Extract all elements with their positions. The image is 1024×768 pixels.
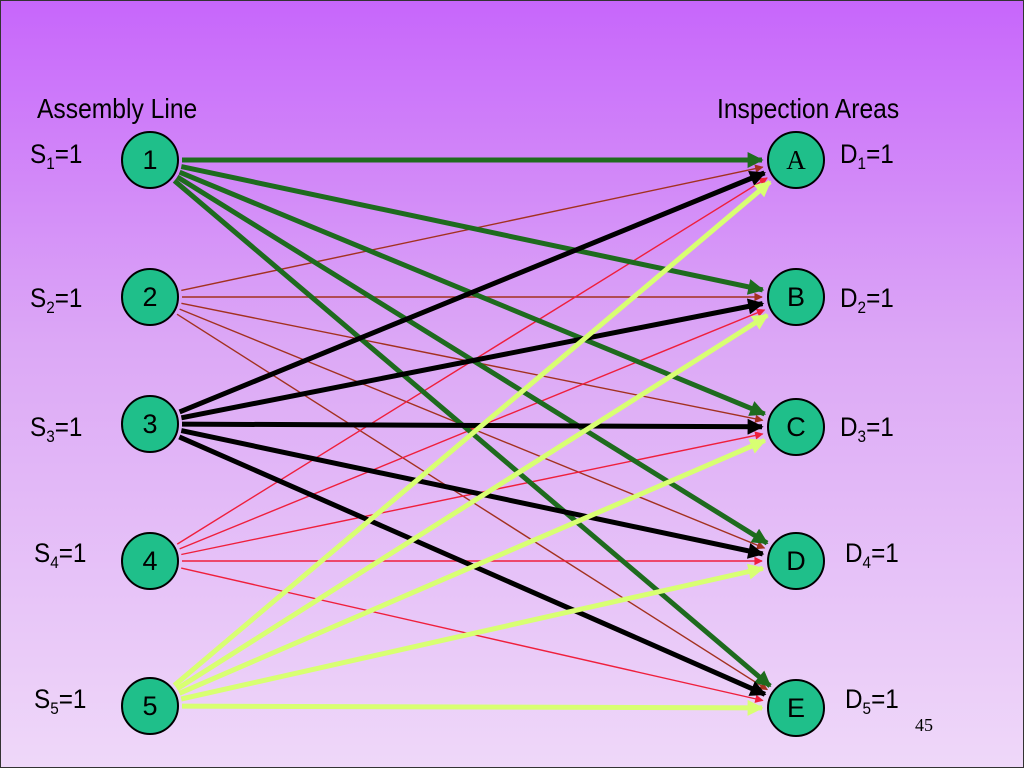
source-node-3: 3	[121, 395, 179, 453]
edge-4-b	[179, 308, 766, 550]
edge-5-e	[181, 699, 764, 716]
dest-node-a: A	[767, 131, 825, 189]
supply-label-2: S2=1	[30, 283, 83, 317]
inspection-areas-heading: Inspection Areas	[717, 93, 900, 124]
source-node-4: 4	[121, 532, 179, 590]
dest-node-e: E	[767, 679, 825, 737]
source-node-1: 1	[121, 131, 179, 189]
assembly-line-heading: Assembly Line	[37, 93, 198, 124]
page-number: 45	[915, 715, 933, 735]
edge-5-c	[178, 438, 767, 696]
demand-label-3: D3=1	[840, 412, 894, 446]
edge-3-d	[180, 428, 765, 559]
edge-2-d	[179, 308, 766, 550]
demand-label-1: D1=1	[840, 139, 894, 173]
edge-3-c	[181, 418, 764, 435]
demand-label-2: D2=1	[840, 283, 894, 317]
demand-label-4: D4=1	[845, 538, 899, 572]
dest-node-d: D	[767, 532, 825, 590]
source-node-2: 2	[121, 268, 179, 326]
supply-label-3: S3=1	[30, 412, 83, 446]
supply-label-5: S5=1	[34, 684, 87, 718]
edge-5-d	[180, 563, 765, 702]
dest-node-c: C	[767, 398, 825, 456]
edge-3-a	[178, 170, 766, 415]
edge-5-a	[172, 179, 772, 688]
dest-node-b: B	[767, 268, 825, 326]
supply-label-1: S1=1	[30, 139, 83, 173]
demand-label-5: D5=1	[845, 684, 899, 718]
edge-3-b	[180, 298, 765, 421]
source-node-5: 5	[121, 677, 179, 735]
supply-label-4: S4=1	[34, 538, 87, 572]
edge-5-b	[175, 313, 769, 692]
